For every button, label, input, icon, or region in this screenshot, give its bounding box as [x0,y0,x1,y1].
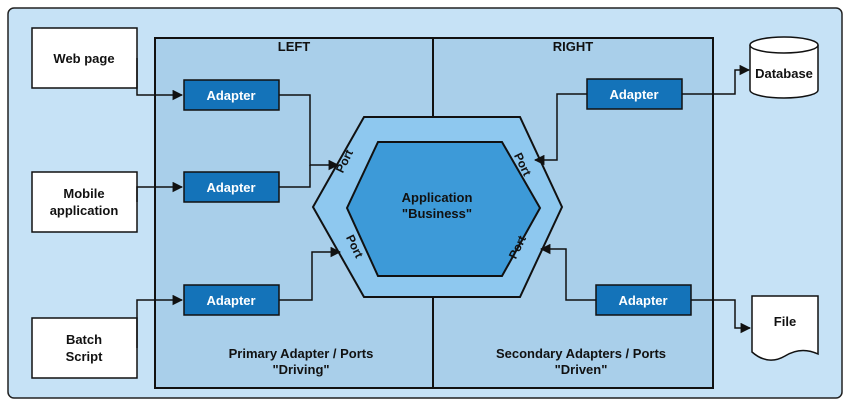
batch-script-box [31,317,138,379]
connector-webpage-adapter [136,58,184,101]
primary-caption-line1: Primary Adapter / Ports [229,346,374,361]
connector-port-adapter-bottom-right [539,243,596,301]
adapter-right-bottom [595,284,692,316]
connector-mobile-adapter [136,181,184,202]
adapter-left-middle-label: Adapter [206,180,255,195]
file-document [751,295,819,361]
primary-caption-line2: "Driving" [272,362,329,377]
adapter-left-bottom-label: Adapter [206,293,255,308]
batch-label-line2: Script [66,349,104,364]
mobile-application-box [31,171,138,233]
right-section-title: RIGHT [553,39,594,54]
connector-adapter-database [682,64,751,95]
batch-label-line1: Batch [66,332,102,347]
connector-adapter-port-middle-left [279,165,311,188]
mobile-label-line1: Mobile [63,186,104,201]
database-label: Database [755,66,813,81]
file-label: File [774,314,796,329]
adapter-right-top [586,78,683,110]
connector-port-adapter-top-right [533,93,587,166]
left-section-title: LEFT [278,39,311,54]
secondary-caption-line2: "Driven" [555,362,608,377]
adapter-left-bottom [183,284,280,316]
application-core-hexagon [345,141,542,277]
connector-adapter-port-bottom-left [279,246,342,301]
adapter-left-top-label: Adapter [206,88,255,103]
core-label-line1: Application [402,190,473,205]
adapter-right-top-label: Adapter [609,87,658,102]
mobile-label-line2: application [50,203,119,218]
adapter-left-top [183,79,280,111]
secondary-caption-line1: Secondary Adapters / Ports [496,346,666,361]
web-page-box [31,27,138,89]
core-label-line2: "Business" [402,206,472,221]
adapter-right-bottom-label: Adapter [618,293,667,308]
adapter-left-middle [183,171,280,203]
connector-batch-adapter [136,294,184,348]
web-page-label: Web page [53,51,114,66]
database-cylinder [749,36,819,99]
connector-adapter-file [691,299,752,334]
connector-adapter-port-top-left [279,94,340,171]
